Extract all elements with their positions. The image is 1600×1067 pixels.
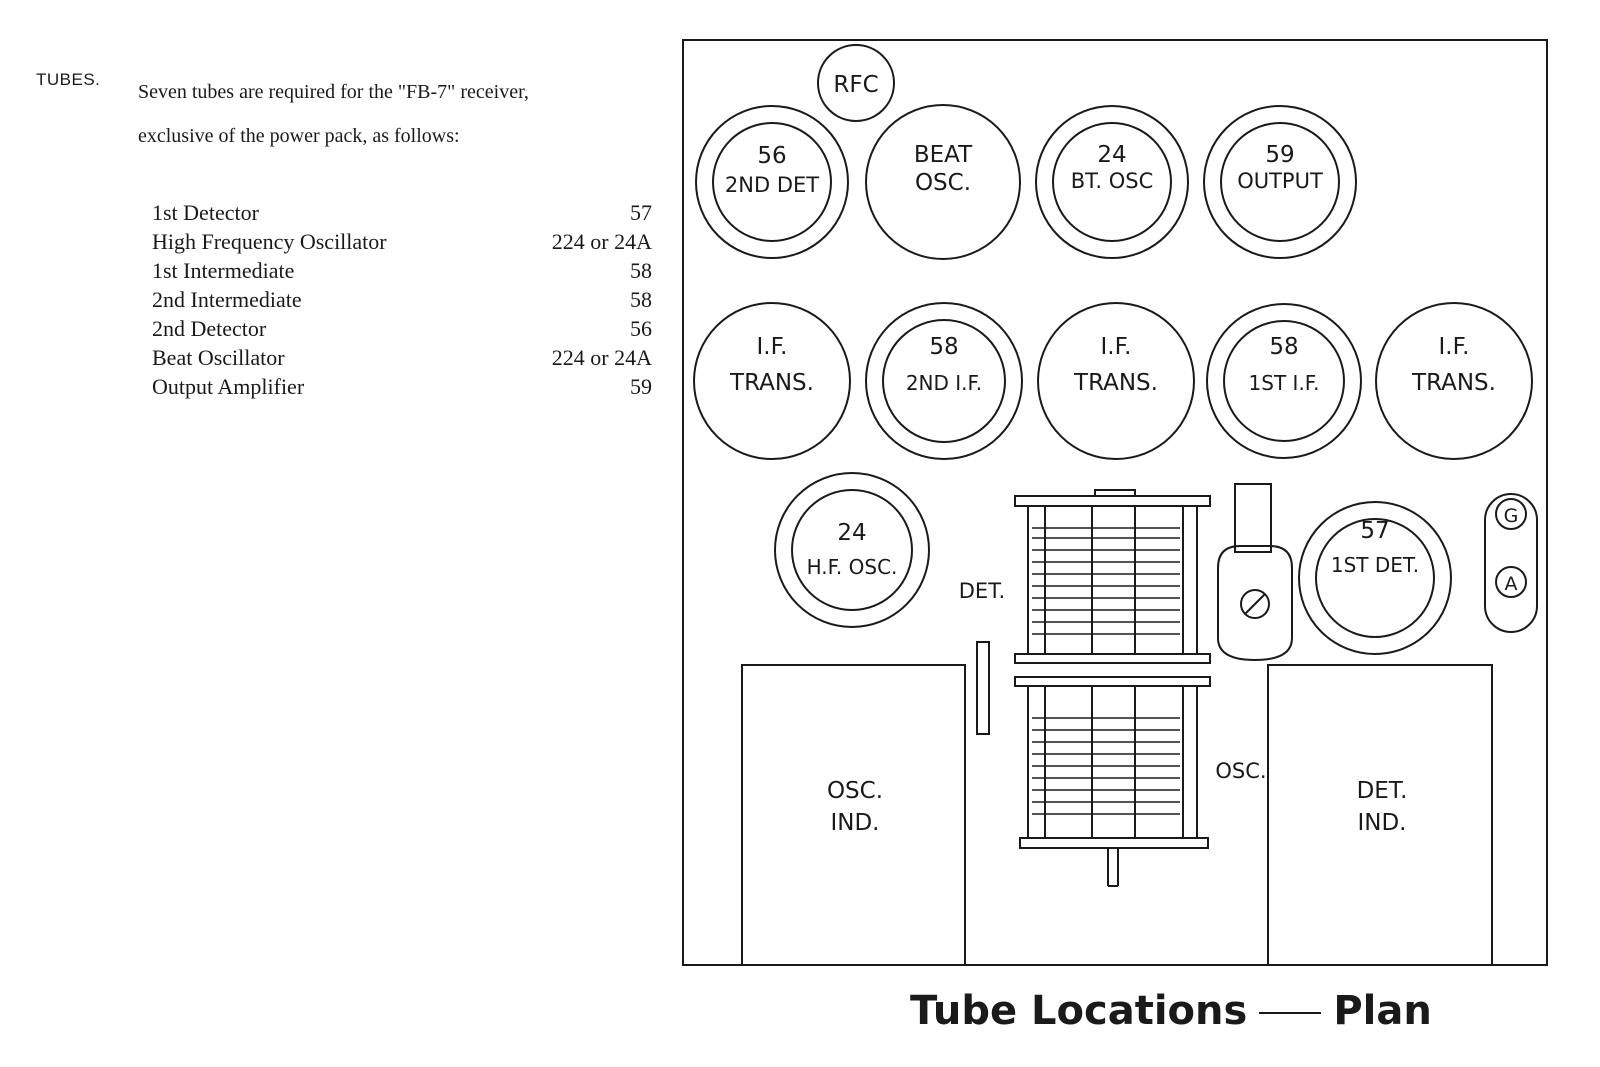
- tubes-heading: TUBES.: [36, 70, 101, 89]
- caption-dash: [1259, 1012, 1322, 1014]
- tube-24-hf-label: H.F. OSC.: [807, 555, 898, 579]
- tube-type: 58: [630, 258, 652, 283]
- condenser-plates: [1032, 527, 1180, 815]
- tube-24-bt-label: BT. OSC: [1071, 169, 1154, 193]
- tube-57-number: 57: [1360, 518, 1389, 544]
- rfc-coil: [817, 44, 895, 122]
- tube-list-row: 1st Detector 57: [152, 198, 652, 227]
- tube-57-label: 1ST DET.: [1331, 553, 1419, 577]
- tube-24-bt-number: 24: [1097, 142, 1126, 168]
- terminal-a-label: A: [1505, 573, 1518, 595]
- det-ind-line1: DET.: [1357, 778, 1408, 804]
- tube-type: 224 or 24A: [551, 345, 652, 370]
- osc-ind-line2: IND.: [830, 810, 879, 836]
- terminal-strip: [1484, 493, 1538, 633]
- tube-list-table: 1st Detector 57 High Frequency Oscillator…: [152, 198, 652, 401]
- if-trans-coil: [693, 302, 851, 460]
- diagram-caption: Tube Locations Plan: [910, 988, 1432, 1034]
- tube-type: 57: [630, 200, 652, 225]
- tuning-gang-condenser: [1014, 489, 1211, 887]
- tube-58-1st-if-socket: [1206, 303, 1362, 459]
- det-label: DET.: [959, 579, 1005, 603]
- terminal-g-icon: [1495, 498, 1527, 530]
- terminal-g-label: G: [1504, 505, 1519, 527]
- chassis-outline: [682, 39, 1548, 966]
- tube-type: 58: [630, 287, 652, 312]
- intro-line-1: Seven tubes are required for the "FB-7" …: [138, 81, 529, 103]
- tube-58-1st-label: 1ST I.F.: [1249, 371, 1320, 395]
- caption-right: Plan: [1333, 988, 1432, 1034]
- tube-list-row: 2nd Intermediate 58: [152, 285, 652, 314]
- trimmer-bar: [976, 641, 990, 735]
- beat-osc-coil: [865, 104, 1021, 260]
- intro-paragraph: Seven tubes are required for the "FB-7" …: [138, 70, 678, 158]
- if-trans-2-line1: I.F.: [1101, 334, 1132, 360]
- tube-list-row: High Frequency Oscillator 224 or 24A: [152, 227, 652, 256]
- tube-list-row: 2nd Detector 56: [152, 314, 652, 343]
- tube-24-hf-osc-socket: [774, 472, 930, 628]
- tube-24-hf-number: 24: [837, 520, 866, 546]
- shaft-mount: [1234, 483, 1272, 553]
- tube-56-socket: [695, 105, 849, 259]
- caption-left: Tube Locations: [910, 988, 1248, 1034]
- beat-osc-line2: OSC.: [915, 170, 971, 196]
- mount-bracket: [1217, 545, 1293, 662]
- tube-list-row: Output Amplifier 59: [152, 372, 652, 401]
- if-trans-coil: [1037, 302, 1195, 460]
- tube-function: Beat Oscillator: [152, 345, 285, 370]
- tube-function: 1st Detector: [152, 200, 259, 225]
- tube-56-label: 2ND DET: [725, 173, 819, 197]
- beat-osc-line1: BEAT: [914, 142, 973, 168]
- tube-function: 1st Intermediate: [152, 258, 295, 283]
- if-trans-1-line2: TRANS.: [729, 370, 814, 396]
- osc-ind-line1: OSC.: [827, 778, 883, 804]
- tube-function: 2nd Intermediate: [152, 287, 302, 312]
- tube-58-2nd-number: 58: [929, 334, 958, 360]
- tube-location-diagram: RFC 56 2ND DET BEAT OSC. 24 BT. OSC 59 O…: [680, 38, 1560, 998]
- intro-line-2: exclusive of the power pack, as follows:: [138, 125, 460, 147]
- tube-58-1st-number: 58: [1269, 334, 1298, 360]
- if-trans-1-line1: I.F.: [757, 334, 788, 360]
- tube-list-row: Beat Oscillator 224 or 24A: [152, 343, 652, 372]
- tube-24-bt-osc-socket: [1035, 105, 1189, 259]
- tube-57-socket: [1298, 501, 1452, 655]
- tube-type: 56: [630, 316, 652, 341]
- terminal-a-icon: [1495, 566, 1527, 598]
- if-trans-2-line2: TRANS.: [1073, 370, 1158, 396]
- tube-58-2nd-if-socket: [865, 302, 1023, 460]
- tube-type: 224 or 24A: [551, 229, 652, 254]
- tube-59-label: OUTPUT: [1237, 169, 1323, 193]
- screw-slot: [1244, 593, 1266, 615]
- if-trans-coil: [1375, 302, 1533, 460]
- tube-function: Output Amplifier: [152, 374, 305, 399]
- tube-type: 59: [630, 374, 652, 399]
- tube-function: 2nd Detector: [152, 316, 267, 341]
- if-trans-3-line2: TRANS.: [1411, 370, 1496, 396]
- screw-icon: [1240, 589, 1270, 619]
- chassis-plan-svg: RFC 56 2ND DET BEAT OSC. 24 BT. OSC 59 O…: [682, 39, 1548, 966]
- tube-59-number: 59: [1265, 142, 1294, 168]
- osc-label: OSC.: [1215, 759, 1266, 783]
- tube-function: High Frequency Oscillator: [152, 229, 387, 254]
- tube-56-number: 56: [757, 143, 786, 169]
- det-ind-line2: IND.: [1357, 810, 1406, 836]
- if-trans-3-line1: I.F.: [1439, 334, 1470, 360]
- tube-list-row: 1st Intermediate 58: [152, 256, 652, 285]
- rfc-label: RFC: [833, 72, 878, 98]
- tube-58-2nd-label: 2ND I.F.: [906, 371, 982, 395]
- tube-59-socket: [1203, 105, 1357, 259]
